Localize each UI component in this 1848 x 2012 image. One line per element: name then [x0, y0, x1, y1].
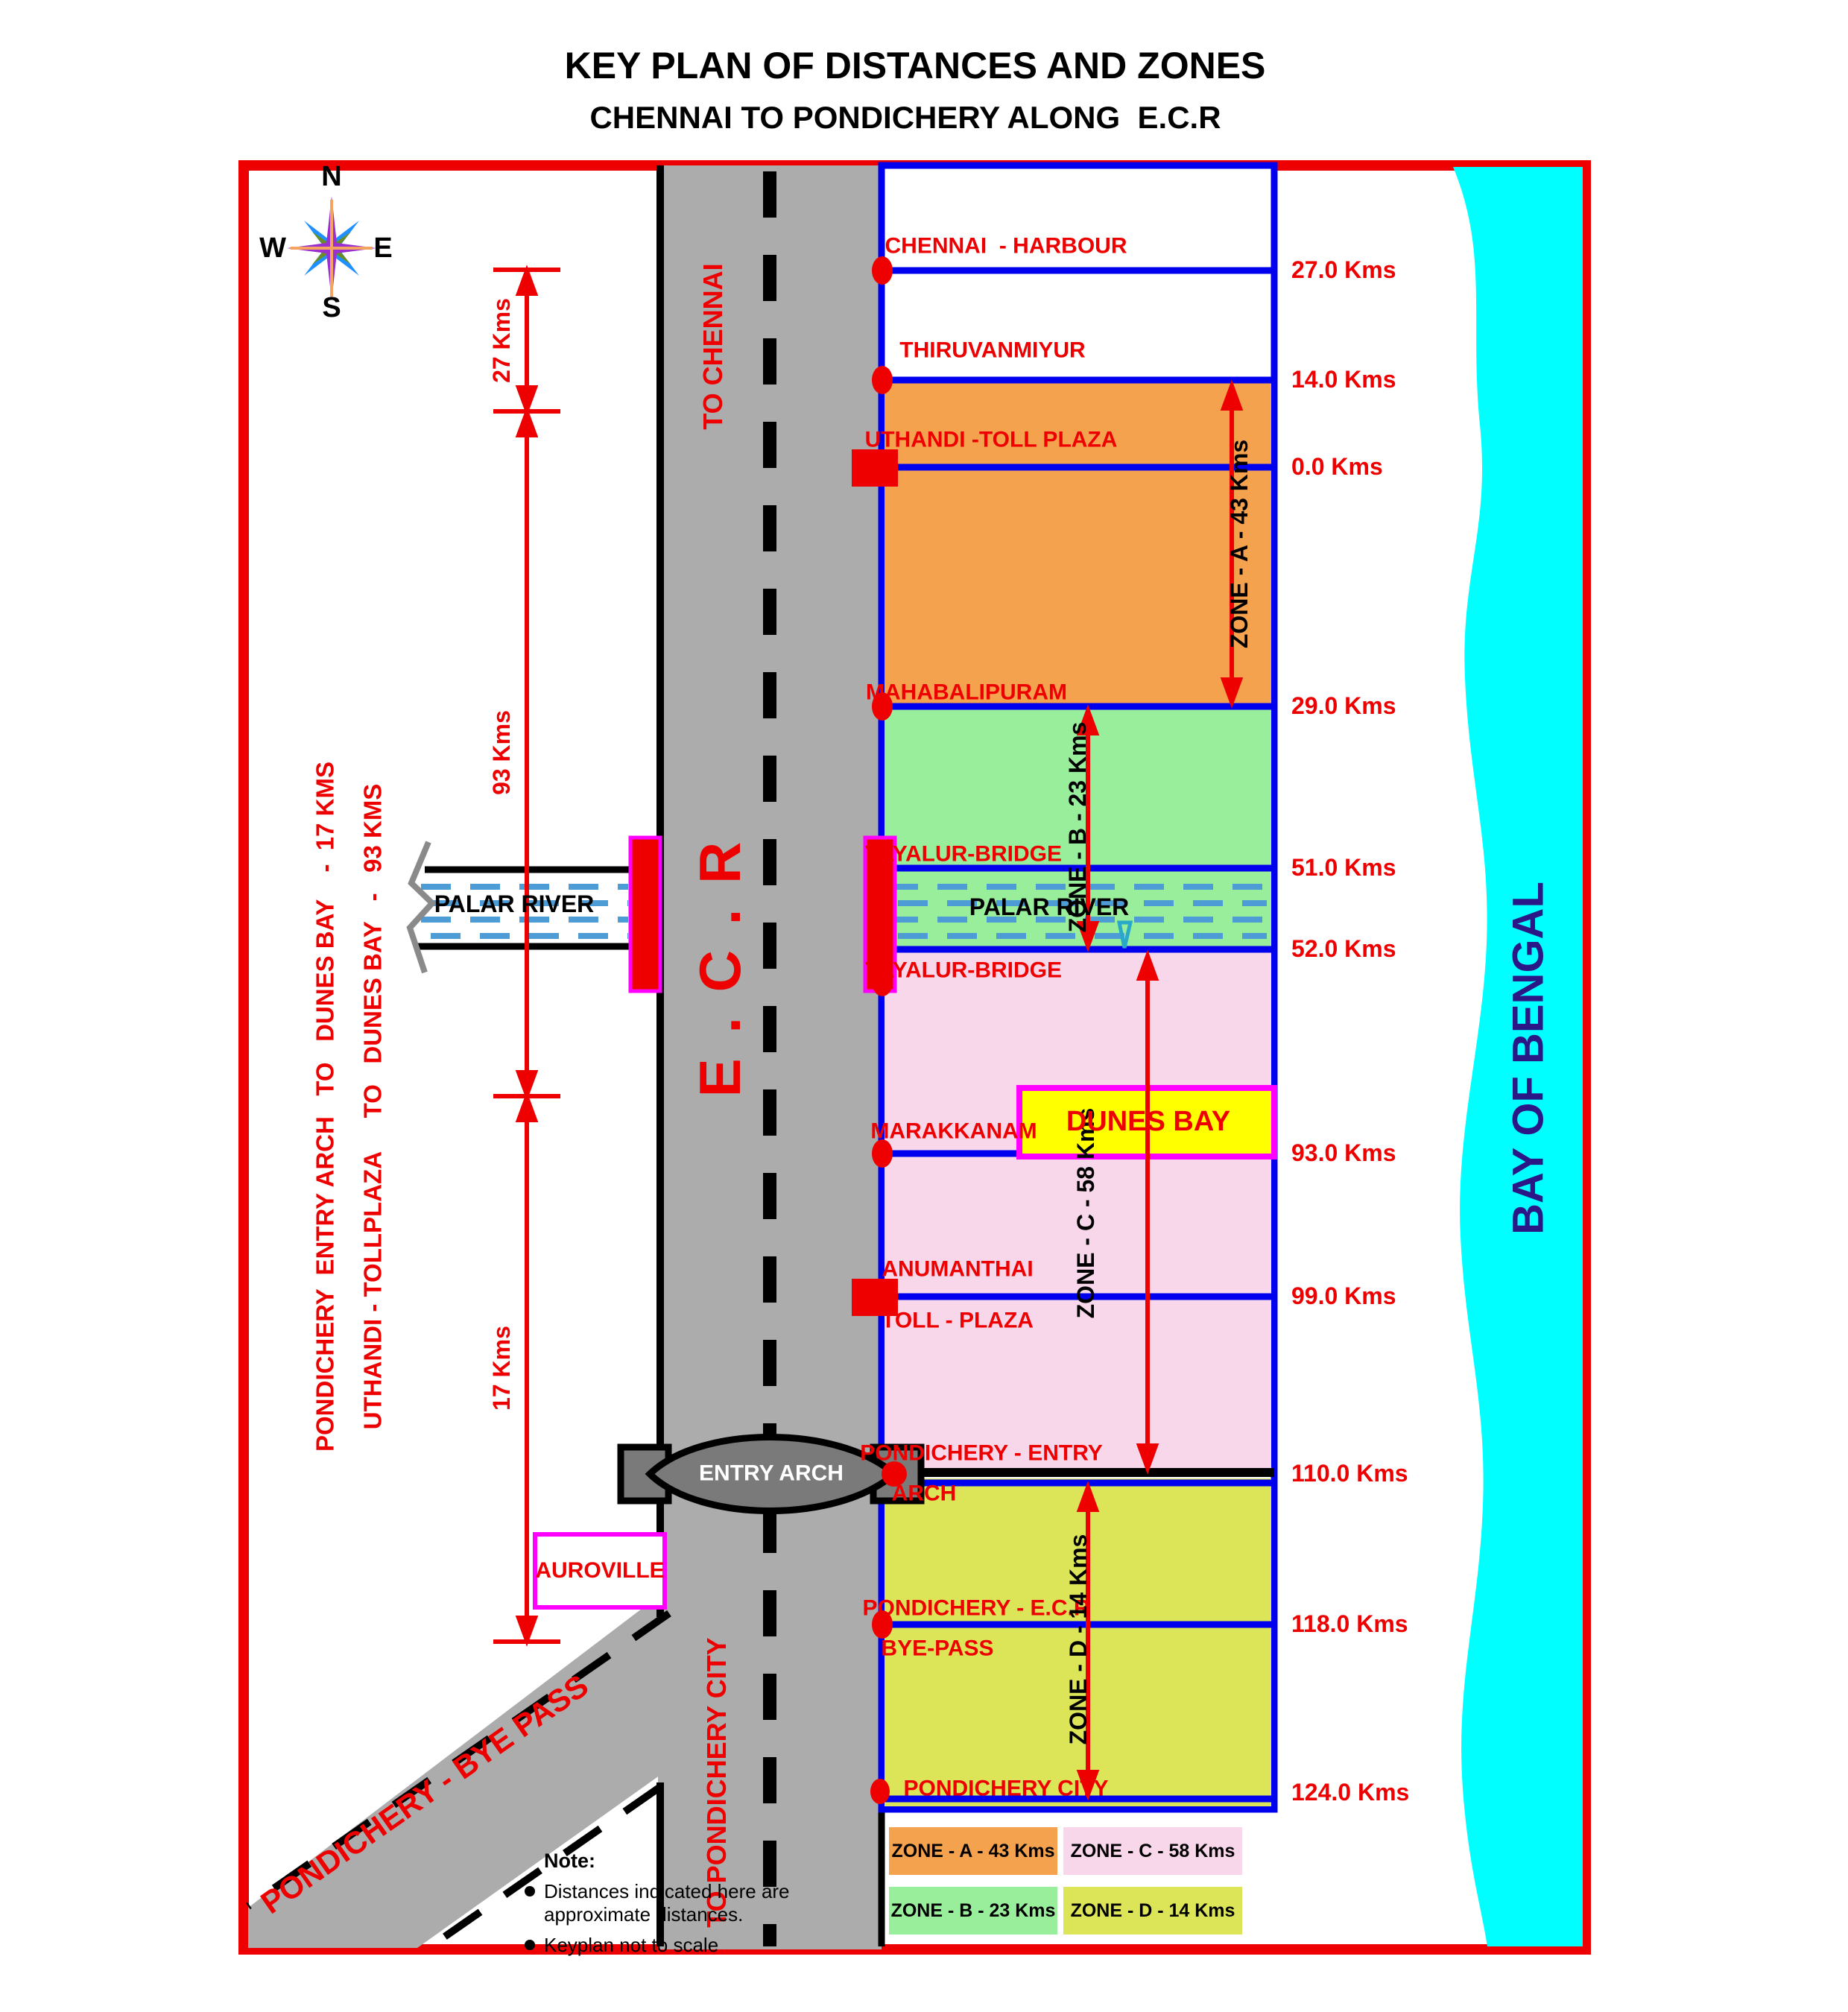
auroville-box: AUROVILLE [533, 1532, 667, 1610]
dim-27km-label: 27 Kms [488, 298, 516, 383]
legend-zone-b-label: ZONE - B - 23 Kms [890, 1899, 1056, 1921]
dunes-bay-label: DUNES BAY [1066, 1106, 1231, 1138]
station-anumanthai-toll: TOLL - PLAZA [882, 1308, 1034, 1333]
station-pondy-entry: PONDICHERY - ENTRY [860, 1440, 1103, 1466]
zone-c-arrow-label: ZONE - C - 58 Kms [1072, 1107, 1100, 1319]
station-vayalur-south: VAYALUR-BRIDGE [865, 958, 1062, 983]
side-note-entry-arch: PONDICHERY ENTRY ARCH TO DUNES BAY - 17 … [311, 761, 339, 1452]
palar-river-west-label: PALAR RIVER [434, 890, 595, 918]
note-bullet-1-text: Distances indicated here are approximate… [544, 1880, 790, 1926]
page-title: KEY PLAN OF DISTANCES AND ZONES [564, 44, 1266, 86]
river-flow-arrow [1116, 920, 1133, 949]
km-vayalur: 51.0 Kms [1291, 854, 1396, 882]
station-pondy-entry-arch: ARCH [891, 1481, 957, 1506]
km-chennai: 27.0 Kms [1291, 256, 1396, 284]
km-pondy-entry: 110.0 Kms [1291, 1460, 1408, 1487]
zone-d-arrow-label: ZONE - D - 14 Kms [1065, 1534, 1092, 1745]
byepass-road [248, 1595, 660, 1948]
station-marakkanam: MARAKKANAM [870, 1119, 1037, 1144]
to-chennai-label: TO CHENNAI [697, 263, 729, 430]
auroville-label: AUROVILLE [535, 1558, 665, 1583]
km-anumanthai: 99.0 Kms [1291, 1282, 1396, 1310]
entry-arch-shape [617, 1434, 925, 1514]
legend-zone-a-label: ZONE - A - 43 Kms [891, 1840, 1055, 1861]
km-marakkanam: 93.0 Kms [1291, 1139, 1396, 1167]
bullet-icon [525, 1940, 535, 1950]
km-pondy-ecr: 118.0 Kms [1291, 1610, 1408, 1638]
palar-river-east [888, 884, 1267, 939]
bridge-west [628, 835, 662, 993]
station-chennai-harbour: CHENNAI - HARBOUR [885, 233, 1127, 259]
zone-b-band [885, 706, 1271, 949]
byepass-bottom-edge [426, 1783, 662, 1952]
station-uthandi: UTHANDI -TOLL PLAZA [864, 427, 1118, 452]
zone-a-band [885, 383, 1271, 704]
dim-17km-label: 17 Kms [488, 1326, 516, 1411]
km-uthandi: 0.0 Kms [1291, 453, 1383, 481]
byepass-top-edge [246, 1610, 671, 1910]
km-palar: 52.0 Kms [1291, 935, 1396, 963]
station-mahabalipuram: MAHABALIPURAM [866, 680, 1067, 705]
palar-river-east-label: PALAR RIVER [969, 893, 1130, 921]
km-thiruvanmiyur: 14.0 Kms [1291, 366, 1396, 393]
legend-zone-c: ZONE - C - 58 Kms [1063, 1827, 1242, 1875]
zone-c-band [885, 952, 1271, 1472]
entry-arch-label: ENTRY ARCH [699, 1461, 844, 1486]
side-note-uthandi: UTHANDI - TOLLPLAZA TO DUNES BAY - 93 KM… [358, 783, 387, 1430]
note-block: Note: Distances indicated here are appro… [522, 1850, 864, 1957]
note-heading: Note: [544, 1850, 595, 1872]
station-anumanthai: ANUMANTHAI [882, 1256, 1034, 1282]
legend-zone-d: ZONE - D - 14 Kms [1063, 1887, 1242, 1935]
legend-zone-c-label: ZONE - C - 58 Kms [1070, 1840, 1235, 1861]
compass-rose-icon [287, 196, 376, 300]
zone-b-arrow-label: ZONE - B - 23 Kms [1064, 721, 1092, 933]
dim-93km-label: 93 Kms [488, 710, 516, 795]
compass-east-label: E [373, 232, 393, 265]
ecr-road-label: E . C . R [687, 837, 753, 1098]
zone-arrows [1076, 379, 1244, 1801]
compass-north-label: N [321, 161, 342, 193]
bullet-icon [525, 1886, 535, 1896]
distance-lines [882, 267, 1274, 1803]
km-mahabalipuram: 29.0 Kms [1291, 692, 1396, 720]
legend-zone-a: ZONE - A - 43 Kms [889, 1827, 1057, 1875]
note-bullet-1: Distances indicated here are approximate… [522, 1880, 864, 1926]
note-bullet-2-text: Keyplan not to scale [544, 1934, 719, 1956]
zone-a-arrow-label: ZONE - A - 43 Kms [1226, 439, 1253, 649]
bay-of-bengal-water [1453, 167, 1583, 1946]
station-thiruvanmiyur: THIRUVANMIYUR [899, 338, 1086, 363]
toll-square-uthandi [852, 449, 898, 487]
dimension-chain [493, 265, 560, 1647]
bay-of-bengal-label: BAY OF BENGAL [1504, 882, 1553, 1235]
legend-zone-b: ZONE - B - 23 Kms [889, 1887, 1057, 1935]
zone-d-band [885, 1478, 1271, 1806]
station-pondy-ecr: PONDICHERY - E.C.R [862, 1595, 1090, 1621]
station-pondy-byepass: BYE-PASS [881, 1636, 994, 1661]
station-vayalur-north: VAYALUR-BRIDGE [865, 841, 1062, 867]
km-pondy-city: 124.0 Kms [1291, 1779, 1410, 1806]
compass-south-label: S [322, 292, 341, 324]
note-bullet-2: Keyplan not to scale [522, 1934, 864, 1957]
legend-zone-d-label: ZONE - D - 14 Kms [1070, 1899, 1235, 1921]
station-markers [852, 256, 898, 1804]
station-pondy-city: PONDICHERY CITY [903, 1776, 1109, 1801]
toll-square-anumanthai [852, 1279, 898, 1316]
page-subtitle: CHENNAI TO PONDICHERY ALONG E.C.R [589, 99, 1221, 135]
compass-west-label: W [259, 232, 286, 265]
